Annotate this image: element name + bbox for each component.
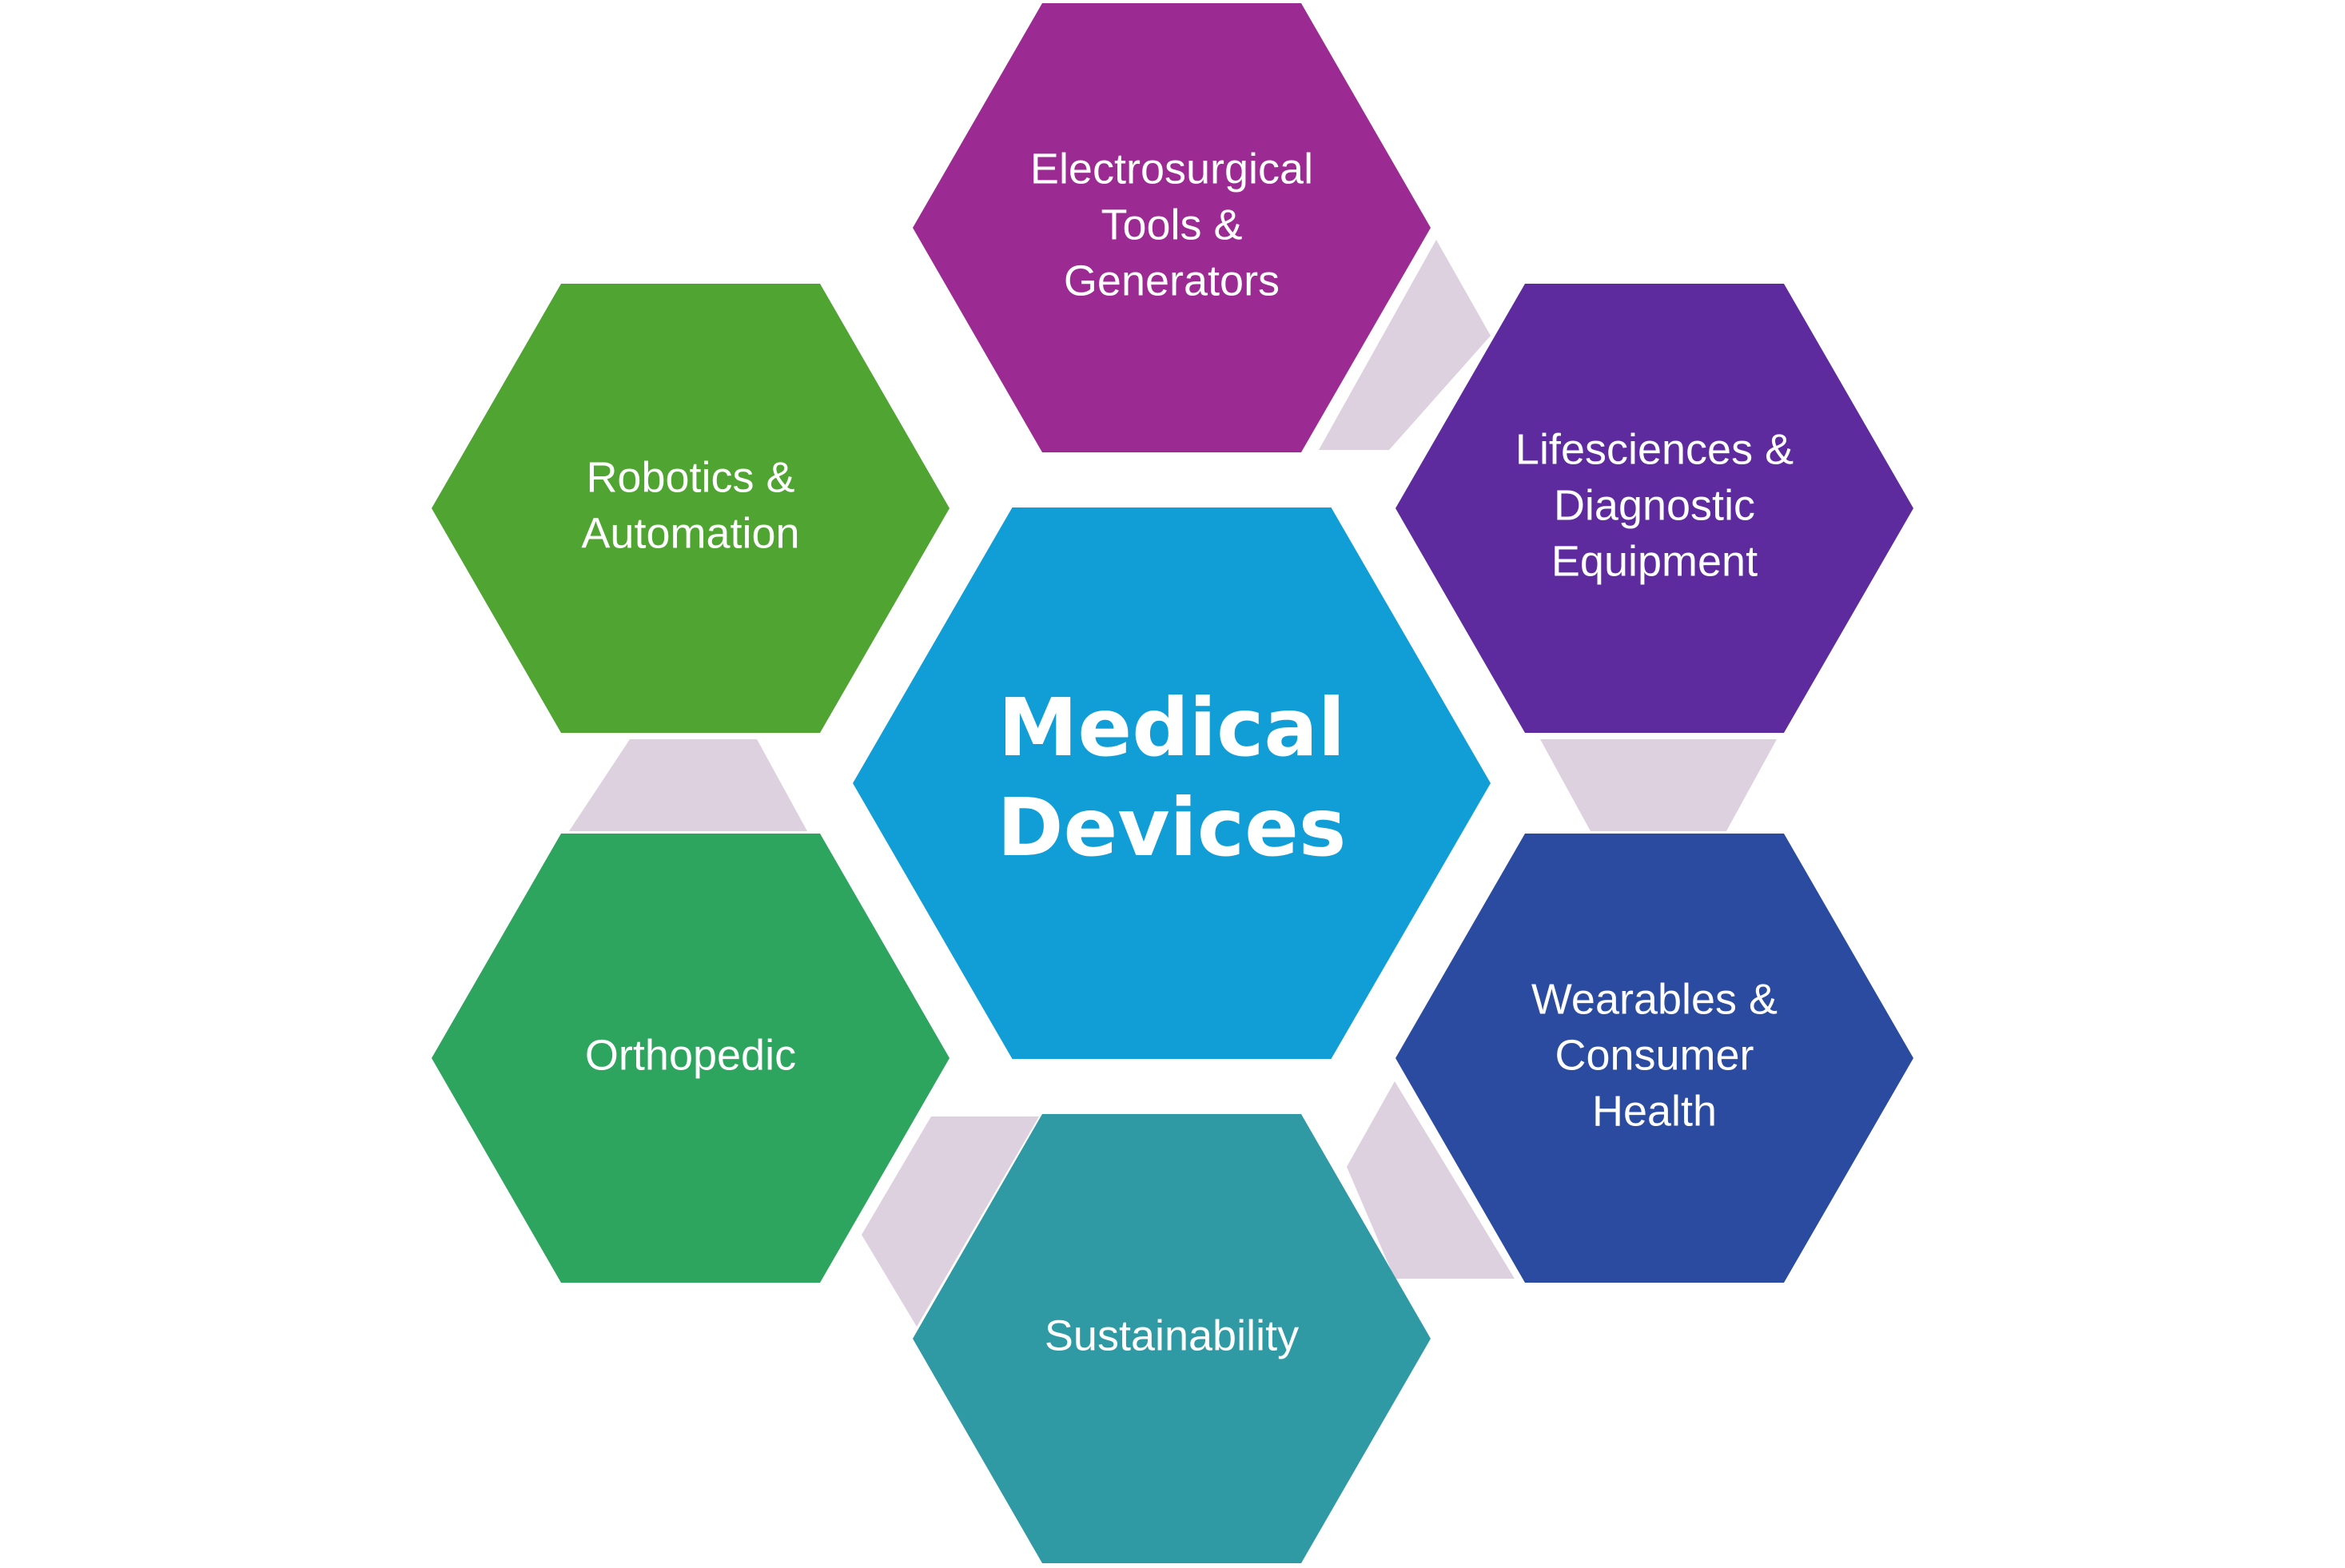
hexagon-shape-robotics bbox=[432, 284, 950, 733]
sustainability-label-line-0: Sustainability bbox=[1045, 1311, 1299, 1359]
connector-lifesciences-wearables bbox=[1540, 739, 1777, 831]
connector-sustainability-orthopedic bbox=[862, 1116, 1039, 1327]
hexagon-robotics: Robotics & Automation bbox=[432, 284, 950, 733]
hexagon-shape-orthopedic bbox=[432, 834, 950, 1283]
connectors bbox=[569, 240, 1777, 1327]
lifesciences-label-line-2: Equipment bbox=[1551, 537, 1758, 585]
electrosurgical-label-line-1: Tools & bbox=[1101, 201, 1242, 249]
connector-electrosurgical-lifesciences bbox=[1319, 240, 1491, 450]
hexagon-sustainability: Sustainability bbox=[913, 1114, 1431, 1563]
center-label-line-1: Devices bbox=[997, 781, 1347, 874]
hexagon-shape-sustainability bbox=[913, 1114, 1431, 1563]
center-hexagon-shape bbox=[853, 507, 1491, 1059]
hexagon-orthopedic: Orthopedic bbox=[432, 834, 950, 1283]
lifesciences-label-line-0: Lifesciences & bbox=[1515, 425, 1794, 473]
connector-wearables-sustainability bbox=[1347, 1081, 1515, 1279]
center-label-line-0: Medical bbox=[998, 681, 1345, 774]
wearables-label-line-2: Health bbox=[1592, 1087, 1717, 1135]
hexagon-shape-electrosurgical bbox=[913, 3, 1431, 452]
wearables-label-line-0: Wearables & bbox=[1531, 975, 1778, 1023]
hexagon-shape-wearables bbox=[1395, 834, 1913, 1283]
robotics-label-line-1: Automation bbox=[581, 509, 799, 557]
electrosurgical-label-line-0: Electrosurgical bbox=[1030, 145, 1313, 193]
lifesciences-label-line-1: Diagnostic bbox=[1554, 481, 1755, 529]
orthopedic-label-line-0: Orthopedic bbox=[585, 1031, 796, 1079]
hexagon-shape-lifesciences bbox=[1395, 284, 1913, 733]
connector-orthopedic-robotics bbox=[569, 739, 807, 831]
electrosurgical-label-line-2: Generators bbox=[1064, 257, 1280, 304]
robotics-label-line-0: Robotics & bbox=[586, 453, 794, 501]
wearables-label-line-1: Consumer bbox=[1555, 1031, 1754, 1079]
